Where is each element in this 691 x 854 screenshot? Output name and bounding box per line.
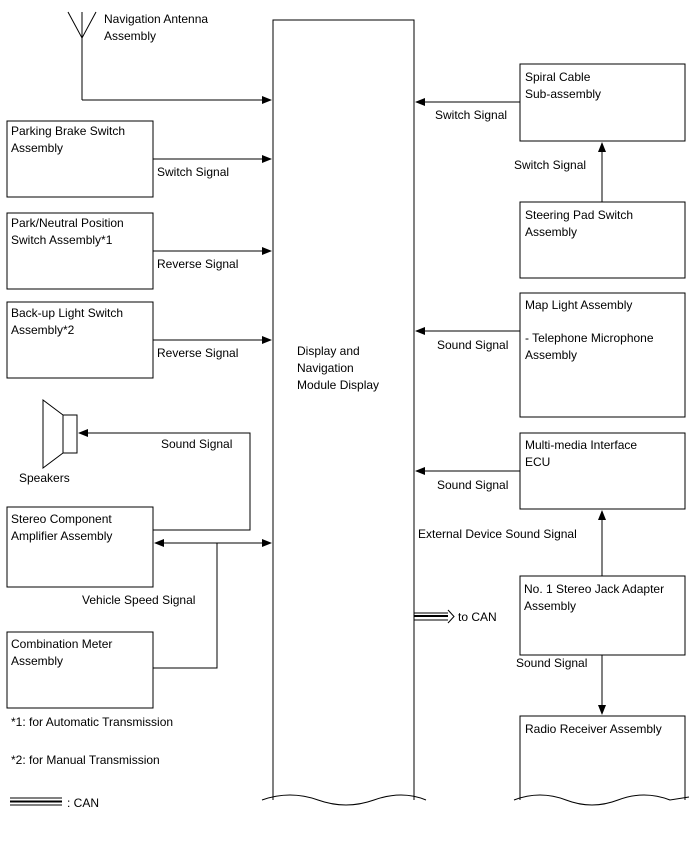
radio-sound-signal-label: Sound Signal (516, 656, 587, 670)
nav-antenna-label: Navigation Antenna Assembly (104, 12, 211, 43)
map-light-label: Map Light Assembly - Telephone Microphon… (525, 298, 657, 362)
note-1: *1: for Automatic Transmission (11, 715, 173, 729)
radio-receiver-box (519, 715, 686, 800)
radio-receiver-label: Radio Receiver Assembly (525, 722, 662, 736)
map-light-signal-label: Sound Signal (437, 338, 508, 352)
parking-brake-signal-label: Switch Signal (157, 165, 229, 179)
map-light-box (519, 292, 686, 418)
backup-light-label: Back-up Light Switch Assembly*2 (11, 306, 126, 337)
to-can-label: to CAN (458, 610, 497, 624)
spiral-cable-signal-label: Switch Signal (435, 108, 507, 122)
multimedia-ecu-signal-label: Sound Signal (437, 478, 508, 492)
combination-meter-box (6, 631, 154, 709)
multimedia-ecu-label: Multi-media Interface ECU (525, 438, 640, 469)
speakers-label: Speakers (19, 471, 70, 485)
can-legend-label: : CAN (67, 796, 99, 810)
park-neutral-label: Park/Neutral Position Switch Assembly*1 (11, 216, 127, 247)
vehicle-speed-line (153, 543, 218, 669)
stereo-jack-label: No. 1 Stereo Jack Adapter Assembly (524, 582, 667, 613)
backup-light-signal-label: Reverse Signal (157, 346, 238, 360)
antenna-icon (67, 11, 97, 100)
speaker-icon (42, 399, 78, 469)
can-legend-symbol (10, 797, 62, 806)
stereo-amp-label: Stereo Component Amplifier Assembly (11, 512, 115, 543)
steering-pad-label: Steering Pad Switch Assembly (525, 208, 636, 239)
spiral-cable-label: Spiral Cable Sub-assembly (525, 70, 601, 101)
steering-pad-signal-label: Switch Signal (514, 158, 586, 172)
speaker-sound-line (78, 429, 251, 531)
external-device-signal-label: External Device Sound Signal (418, 527, 577, 541)
combination-meter-label: Combination Meter Assembly (11, 637, 116, 668)
vehicle-speed-signal-label: Vehicle Speed Signal (82, 593, 195, 607)
note-2: *2: for Manual Transmission (11, 753, 160, 767)
parking-brake-label: Parking Brake Switch Assembly (11, 124, 128, 155)
display-module-wavy-bottom (261, 794, 427, 806)
speaker-sound-signal-label: Sound Signal (161, 437, 232, 451)
park-neutral-signal-label: Reverse Signal (157, 257, 238, 271)
radio-receiver-wavy-bottom (513, 794, 690, 806)
can-bus-line (414, 609, 455, 624)
display-module-box (272, 19, 415, 800)
display-module-label: Display and Navigation Module Display (297, 344, 379, 392)
stereo-amp-box (6, 506, 154, 588)
